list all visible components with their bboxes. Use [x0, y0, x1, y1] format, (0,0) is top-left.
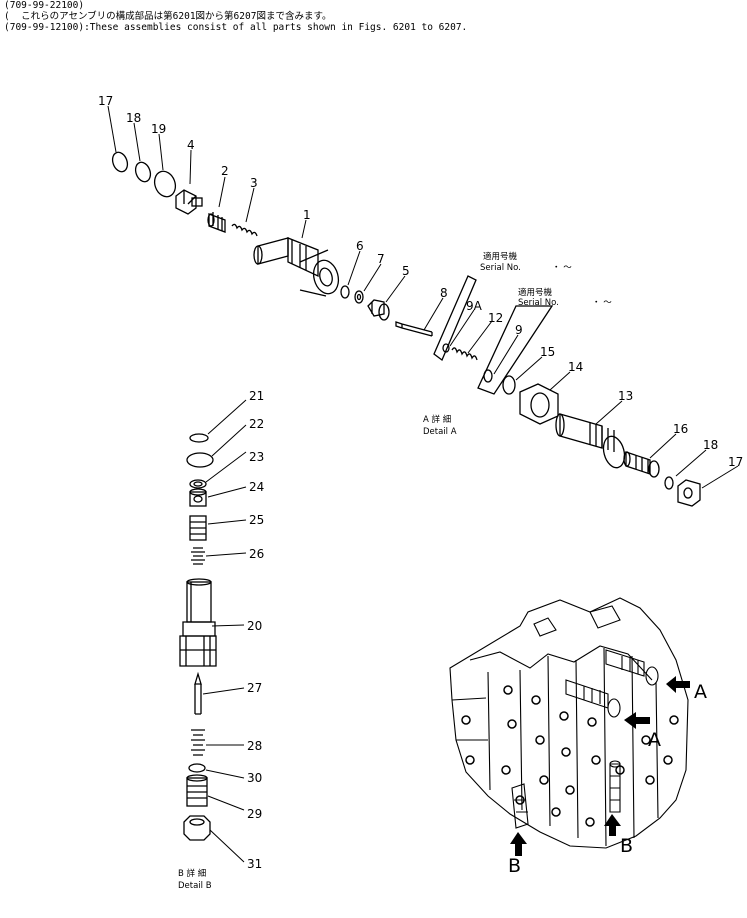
callout-11: 13: [618, 389, 633, 403]
part-23-ring: [189, 479, 207, 489]
part-18-oring: [134, 161, 152, 183]
serial-en-1: Serial No.: [480, 263, 521, 273]
arrow-b-left: [510, 832, 527, 856]
detail-a-caption-en: Detail A: [423, 427, 457, 437]
part-17-oring: [111, 151, 129, 173]
serial-range-2: ・ ～: [592, 298, 612, 308]
callout-17: 17: [98, 94, 113, 108]
callout-7: 7: [377, 252, 385, 266]
serial-jp-1: 適用号機: [483, 251, 518, 262]
part-31-nut: [183, 815, 211, 841]
callout-26: 26: [249, 547, 264, 561]
part-8-pin: [395, 321, 433, 337]
label-a-upper: A: [694, 681, 707, 703]
part-27-pin: [194, 671, 202, 715]
part-13-oring: [502, 375, 516, 395]
detail-b-callouts: 21 22 23 24 25 26 20 27 28 30 29 31: [247, 389, 264, 871]
part-11-valve-body: [555, 413, 626, 469]
part-7-washer: [354, 290, 364, 304]
callout-31: 31: [247, 857, 262, 871]
callout-20: 20: [247, 619, 262, 633]
detail-b-caption-jp: B 詳 細: [178, 868, 206, 879]
detail-a-caption-jp: A 詳 細: [423, 414, 451, 425]
callout-2: 2: [221, 164, 229, 178]
part-26-spring: [191, 547, 205, 565]
callout-12: 14: [568, 360, 583, 374]
label-b-right: B: [620, 835, 633, 857]
detail-b-caption-en: Detail B: [178, 881, 212, 891]
callout-24: 24: [249, 480, 264, 494]
callout-14: 16: [673, 422, 688, 436]
callout-13: 15: [540, 345, 555, 359]
label-a-lower: A: [648, 729, 661, 751]
callout-8: 8: [440, 286, 448, 300]
control-valve-assembly: [449, 597, 689, 849]
detail-a-callouts: 17 18 19 4 2 3 1 6 7 5 8 9A 12 9 15 14 1…: [98, 94, 743, 469]
part-28-spring: [191, 729, 205, 756]
arrow-a-upper: [666, 676, 690, 693]
serial-en-2: Serial No.: [518, 298, 559, 308]
part-5-plug: [367, 299, 390, 321]
part-2-poppet: [207, 212, 226, 233]
callout-1: 1: [303, 208, 311, 222]
callout-15: 17: [728, 455, 743, 469]
part-6-oring: [340, 285, 350, 299]
part-14-poppet: [623, 451, 660, 478]
callout-5: 5: [402, 264, 410, 278]
part-21-oring: [189, 433, 209, 443]
serial-jp-2: 適用号機: [518, 287, 553, 298]
callout-4: 4: [187, 138, 195, 152]
callout-28: 28: [247, 739, 262, 753]
callout-30: 30: [247, 771, 262, 785]
callout-16: 18: [703, 438, 718, 452]
part-15-nut: [677, 479, 701, 507]
serial-bracket-1: [433, 275, 477, 362]
callout-6: 6: [356, 239, 364, 253]
part-12-nut: [519, 383, 559, 425]
callout-10: 12: [488, 311, 503, 325]
header-part-number-1: (709-99-22100): [4, 0, 85, 11]
serial-bracket-2: [477, 305, 554, 395]
assembly-labels: A A B B: [508, 681, 707, 877]
part-20-valve-body: [179, 578, 217, 667]
callout-29: 29: [247, 807, 262, 821]
part-10-spring: [451, 347, 478, 361]
part-19-oring: [153, 170, 177, 198]
part-22-oring: [186, 452, 214, 468]
part-25-poppet: [189, 515, 207, 541]
callout-22: 22: [249, 417, 264, 431]
part-4-plug: [175, 189, 203, 215]
part-24-plug: [189, 488, 207, 507]
callout-3: 3: [250, 176, 258, 190]
callout-9a: 9A: [466, 299, 483, 313]
part-3-spring: [231, 223, 258, 237]
serial-range-1: ・ ～: [552, 263, 572, 273]
part-1-valve-body: [253, 237, 340, 297]
callout-27: 27: [247, 681, 262, 695]
callout-9: 9: [515, 323, 523, 337]
part-30-oring: [188, 763, 206, 773]
callout-25: 25: [249, 513, 264, 527]
arrow-b-right: [604, 814, 621, 836]
callout-19: 19: [151, 122, 166, 136]
captions: A 詳 細 Detail A B 詳 細 Detail B: [178, 414, 457, 891]
serial-labels: 適用号機 Serial No. ・ ～ 適用号機 Serial No. ・ ～: [480, 251, 612, 308]
header-note-japanese: ( これらのアセンブリの構成部品は第6201図から第6207図まで含みます。: [4, 11, 332, 22]
header-note-english: (709-99-12100):These assemblies consist …: [4, 22, 468, 33]
part-16-oring: [664, 476, 674, 490]
label-b-left: B: [508, 855, 521, 877]
callout-21: 21: [249, 389, 264, 403]
part-29-poppet: [186, 774, 208, 807]
arrow-a-lower: [624, 712, 650, 729]
callout-23: 23: [249, 450, 264, 464]
callout-18: 18: [126, 111, 141, 125]
